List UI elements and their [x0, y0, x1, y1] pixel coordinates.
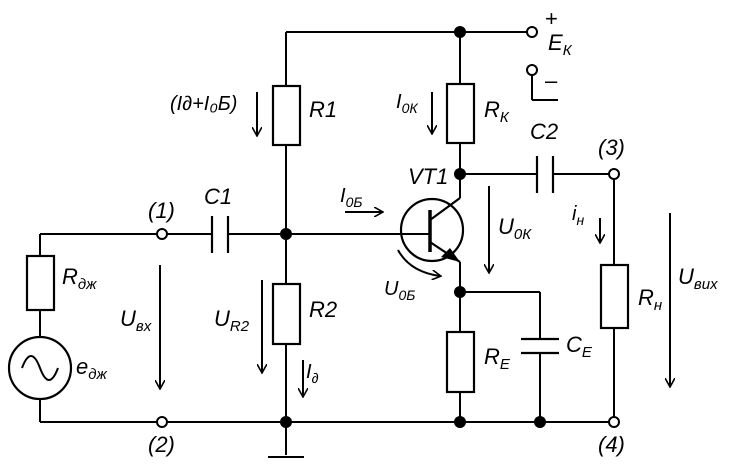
svg-text:UR2: UR2 [214, 306, 250, 335]
label-uvix: U [678, 264, 694, 289]
label-id-sub: ∂ [312, 370, 319, 386]
label-in-sub: н [576, 212, 584, 228]
label-u0k-sub: 0К [514, 226, 532, 243]
label-rk-sub: К [500, 109, 510, 126]
label-vt1: VT1 [408, 164, 448, 189]
label-u0b: U [384, 278, 399, 300]
svg-text:I0К: I0К [396, 91, 418, 116]
capacitors [210, 156, 559, 355]
svg-text:U0К: U0К [498, 214, 532, 243]
svg-text:iн: iн [572, 203, 584, 228]
label-i0b-sub: 0Б [346, 194, 363, 210]
label-uvix-sub: вих [694, 276, 718, 293]
svg-text:Uвх: Uвх [120, 306, 152, 335]
svg-text:Rн: Rн [638, 285, 662, 314]
resistors [25, 82, 630, 394]
label-rn-sub: н [654, 297, 662, 314]
label-i0k: I [396, 91, 402, 113]
terminal-ek-plus [526, 26, 538, 38]
label-divider-current: (I∂+I₀Б) [170, 93, 237, 115]
label-node1: (1) [148, 198, 175, 223]
resistor-rk [445, 82, 476, 145]
label-u0k: U [498, 214, 514, 239]
svg-text:EК: EК [548, 30, 573, 59]
label-node3: (3) [598, 135, 625, 160]
resistor-rn [599, 263, 630, 330]
svg-text:Uвих: Uвих [678, 264, 718, 293]
arrow-u0b [397, 249, 440, 276]
label-re-sub: E [500, 356, 511, 373]
labels: + – EК (I∂+I₀Б) R1 I0К RК C2 (3) VT1 I0Б… [62, 6, 718, 457]
svg-text:CE: CE [566, 332, 593, 361]
label-id: I [306, 361, 312, 383]
label-ek: E [548, 30, 563, 55]
label-plus: + [545, 6, 558, 31]
terminal-2 [156, 416, 168, 428]
label-c2: C2 [530, 119, 558, 144]
label-eg: e [76, 354, 88, 379]
terminal-4 [608, 416, 620, 428]
ac-source-icon [7, 335, 73, 401]
label-i0k-sub: 0К [402, 100, 419, 116]
transistor-vt1 [399, 197, 465, 263]
wires [39, 31, 615, 458]
arrows [160, 92, 670, 396]
label-uvx-sub: вх [136, 318, 152, 335]
svg-text:RК: RК [484, 97, 510, 126]
label-re: R [484, 344, 500, 369]
label-ur2: U [214, 306, 230, 331]
label-rg-sub: дж [78, 276, 97, 293]
label-node2: (2) [148, 432, 175, 457]
label-ek-sub: К [563, 42, 573, 59]
label-ce: C [566, 332, 582, 357]
terminal-3 [608, 168, 620, 180]
svg-text:eдж: eдж [76, 354, 108, 383]
svg-text:I∂: I∂ [306, 361, 319, 386]
svg-text:U0Б: U0Б [384, 278, 415, 303]
label-node4: (4) [598, 432, 625, 457]
resistor-r1 [271, 84, 302, 147]
label-r2: R2 [309, 297, 337, 322]
label-in: i [572, 203, 577, 225]
label-ur2-sub: R2 [230, 318, 250, 335]
terminals [156, 26, 620, 428]
label-i0b: I [340, 185, 346, 207]
label-rn: R [638, 285, 654, 310]
label-minus: – [545, 68, 558, 93]
svg-text:I0Б: I0Б [340, 185, 362, 210]
label-r1: R1 [309, 97, 337, 122]
svg-text:RE: RE [484, 344, 511, 373]
resistor-re [445, 330, 476, 394]
label-rg: R [62, 264, 78, 289]
terminal-1 [156, 228, 168, 240]
label-c1: C1 [204, 184, 232, 209]
junction-dots [280, 26, 546, 428]
label-u0b-sub: 0Б [398, 287, 415, 303]
label-ce-sub: E [582, 344, 593, 361]
label-rk: R [484, 97, 500, 122]
label-uvx: U [120, 306, 136, 331]
label-eg-sub: дж [88, 366, 107, 383]
resistor-r2 [271, 282, 302, 346]
svg-text:Rдж: Rдж [62, 264, 97, 293]
terminal-ek-minus [526, 64, 538, 76]
resistor-rg [25, 254, 56, 312]
